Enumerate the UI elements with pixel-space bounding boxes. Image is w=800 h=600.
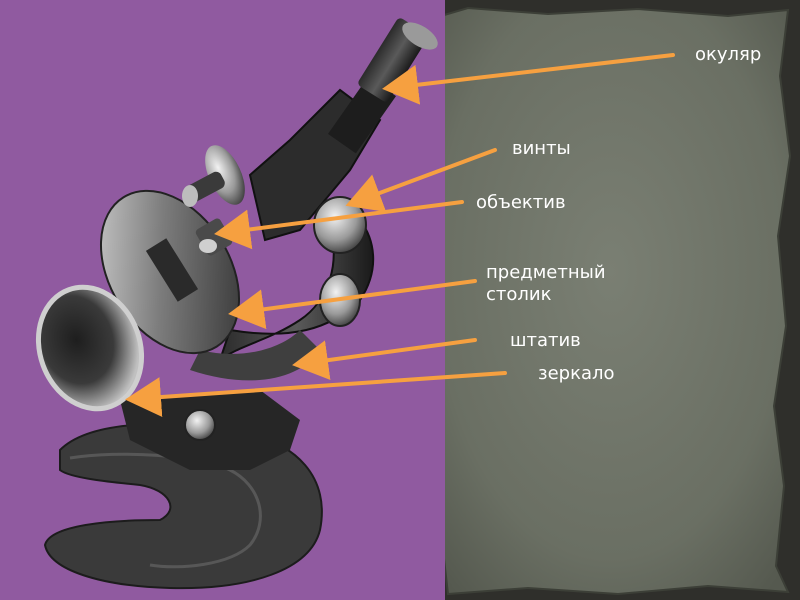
arrow-screws bbox=[345, 148, 497, 212]
arrow-tripod bbox=[292, 338, 477, 381]
label-stage: предметный столик bbox=[486, 262, 606, 306]
label-eyepiece: окуляр bbox=[695, 44, 762, 65]
label-stage-line1: предметный bbox=[486, 262, 606, 283]
microscope-photo bbox=[0, 0, 445, 600]
eyepiece bbox=[358, 18, 438, 102]
label-tripod: штатив bbox=[510, 330, 581, 351]
mirror bbox=[35, 284, 145, 412]
label-screws: винты bbox=[512, 138, 571, 159]
arrow-objective bbox=[214, 200, 464, 250]
coarse-focus-knob bbox=[182, 145, 245, 207]
label-mirror: зеркало bbox=[538, 363, 615, 384]
label-objective: объектив bbox=[476, 192, 566, 213]
arrow-stage bbox=[228, 279, 477, 330]
arrow-mirror bbox=[125, 371, 507, 417]
arrow-eyepiece bbox=[382, 53, 675, 105]
label-stage-line2: столик bbox=[486, 284, 552, 305]
